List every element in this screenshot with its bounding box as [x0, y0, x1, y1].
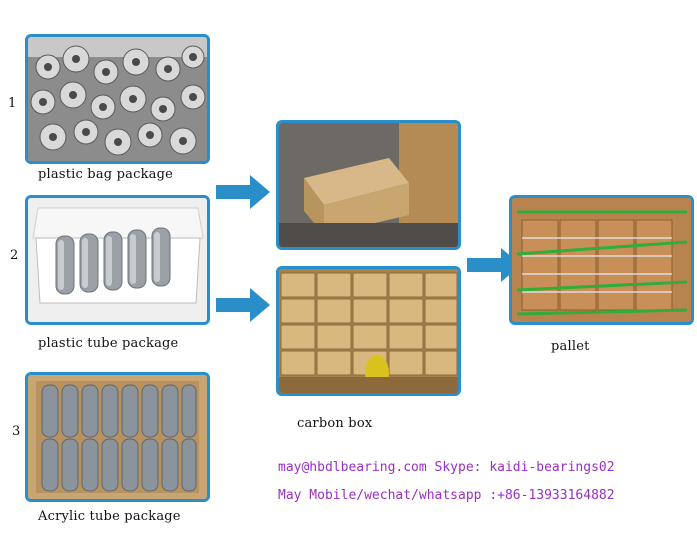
step-number-1: 1 [8, 96, 17, 111]
pallet-caption: pallet [551, 339, 590, 354]
carbon-box-photo-2 [276, 266, 461, 396]
arrow-right-icon [216, 288, 270, 322]
plastic-tube-image [28, 198, 207, 322]
plastic-bag-caption: plastic bag package [38, 167, 174, 182]
plastic-bag-image [28, 37, 207, 161]
plastic-tube-photo [25, 195, 210, 325]
carbon-box-caption: carbon box [297, 416, 373, 431]
pallet-image [512, 198, 691, 322]
acrylic-tube-photo [25, 372, 210, 502]
contact-email-skype: may@hbdlbearing.com Skype: kaidi-bearing… [278, 460, 615, 475]
plastic-bag-photo [25, 34, 210, 164]
step-number-3: 3 [12, 424, 21, 439]
acrylic-tube-caption: Acrylic tube package [38, 509, 181, 524]
carbon-box-photo-1 [276, 120, 461, 250]
pallet-photo [509, 195, 694, 325]
plastic-tube-caption: plastic tube package [38, 336, 179, 351]
arrow-right-icon [216, 175, 270, 209]
step-number-2: 2 [10, 248, 19, 263]
carbon-box-image-1 [279, 123, 458, 247]
arrow-right-icon [467, 248, 521, 282]
carbon-box-image-2 [279, 269, 458, 393]
contact-phone: May Mobile/wechat/whatsapp :+86-13933164… [278, 488, 615, 503]
acrylic-tube-image [28, 375, 207, 499]
